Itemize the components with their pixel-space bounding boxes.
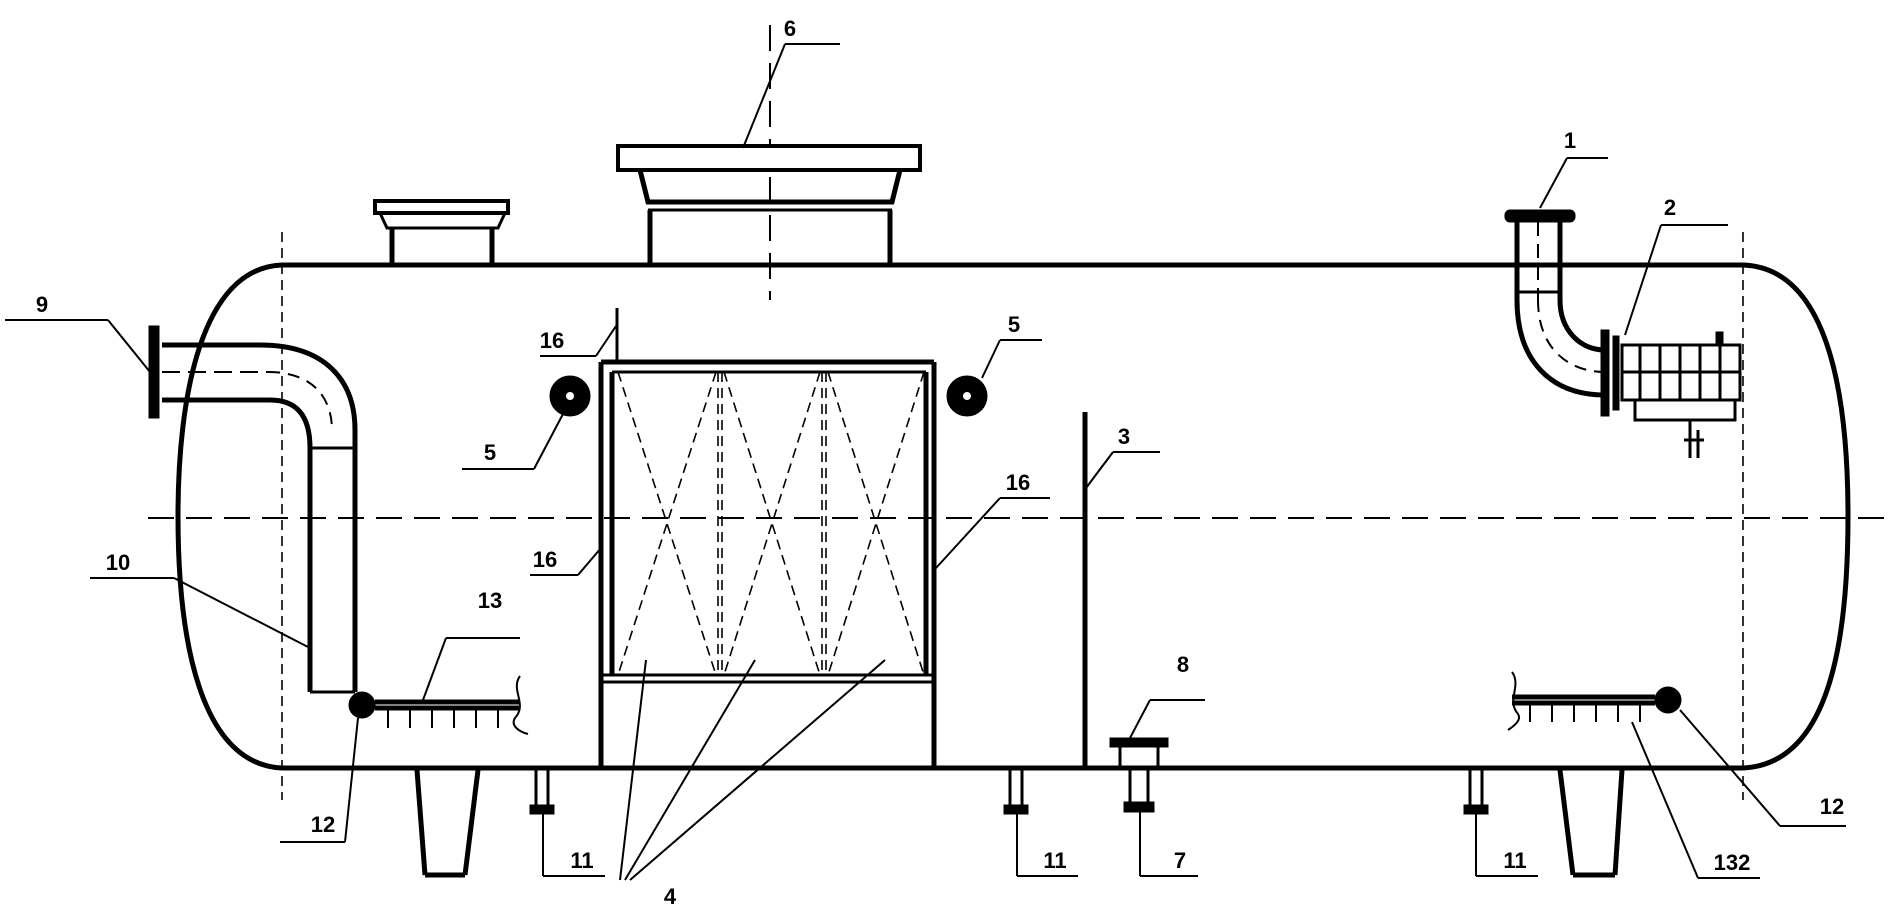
callout-8: 8 [1177, 652, 1189, 677]
leader-lines [5, 43, 1846, 881]
distributor-13 [348, 675, 529, 735]
mist-eliminator-2 [1600, 329, 1742, 458]
callout-6: 6 [784, 16, 796, 41]
callout-11-right: 11 [1503, 848, 1526, 873]
callout-132: 132 [1714, 850, 1751, 875]
callout-16-top: 16 [540, 328, 564, 353]
callout-10: 10 [106, 550, 130, 575]
bottom-connection-11-mid [1003, 770, 1029, 815]
inlet-pipe-10 [307, 448, 358, 694]
drain-nozzle-8-7 [1109, 737, 1169, 813]
manway-6 [616, 144, 922, 265]
callout-5-right: 5 [1008, 312, 1020, 337]
saddle-support-left [400, 765, 490, 878]
callout-16-right: 16 [1006, 470, 1030, 495]
saddle-support-right [1548, 765, 1638, 878]
bottom-connection-11-right [1463, 770, 1489, 815]
callout-16-left: 16 [533, 547, 557, 572]
callout-12-right: 12 [1820, 794, 1844, 819]
inlet-nozzle-9 [148, 325, 358, 450]
vessel-shell [175, 262, 1851, 771]
sight-glass-5-left [549, 375, 591, 417]
outlet-nozzle-1 [1504, 209, 1606, 398]
callout-12-left: 12 [311, 812, 335, 837]
callout-4: 4 [664, 884, 677, 909]
packing-module-4 [598, 359, 937, 768]
callout-7: 7 [1174, 848, 1186, 873]
callout-1: 1 [1564, 128, 1576, 153]
distributor-132 [1507, 671, 1682, 731]
callout-11-left: 11 [570, 848, 593, 873]
top-nozzle-small [373, 199, 510, 265]
sight-glass-5-right [946, 375, 988, 417]
callout-13: 13 [478, 588, 502, 613]
callout-11-mid: 11 [1043, 848, 1066, 873]
callout-9: 9 [36, 292, 48, 317]
callout-3: 3 [1118, 424, 1130, 449]
callout-2: 2 [1664, 195, 1676, 220]
bottom-connection-11-left [529, 770, 555, 815]
callout-5-left: 5 [484, 440, 496, 465]
